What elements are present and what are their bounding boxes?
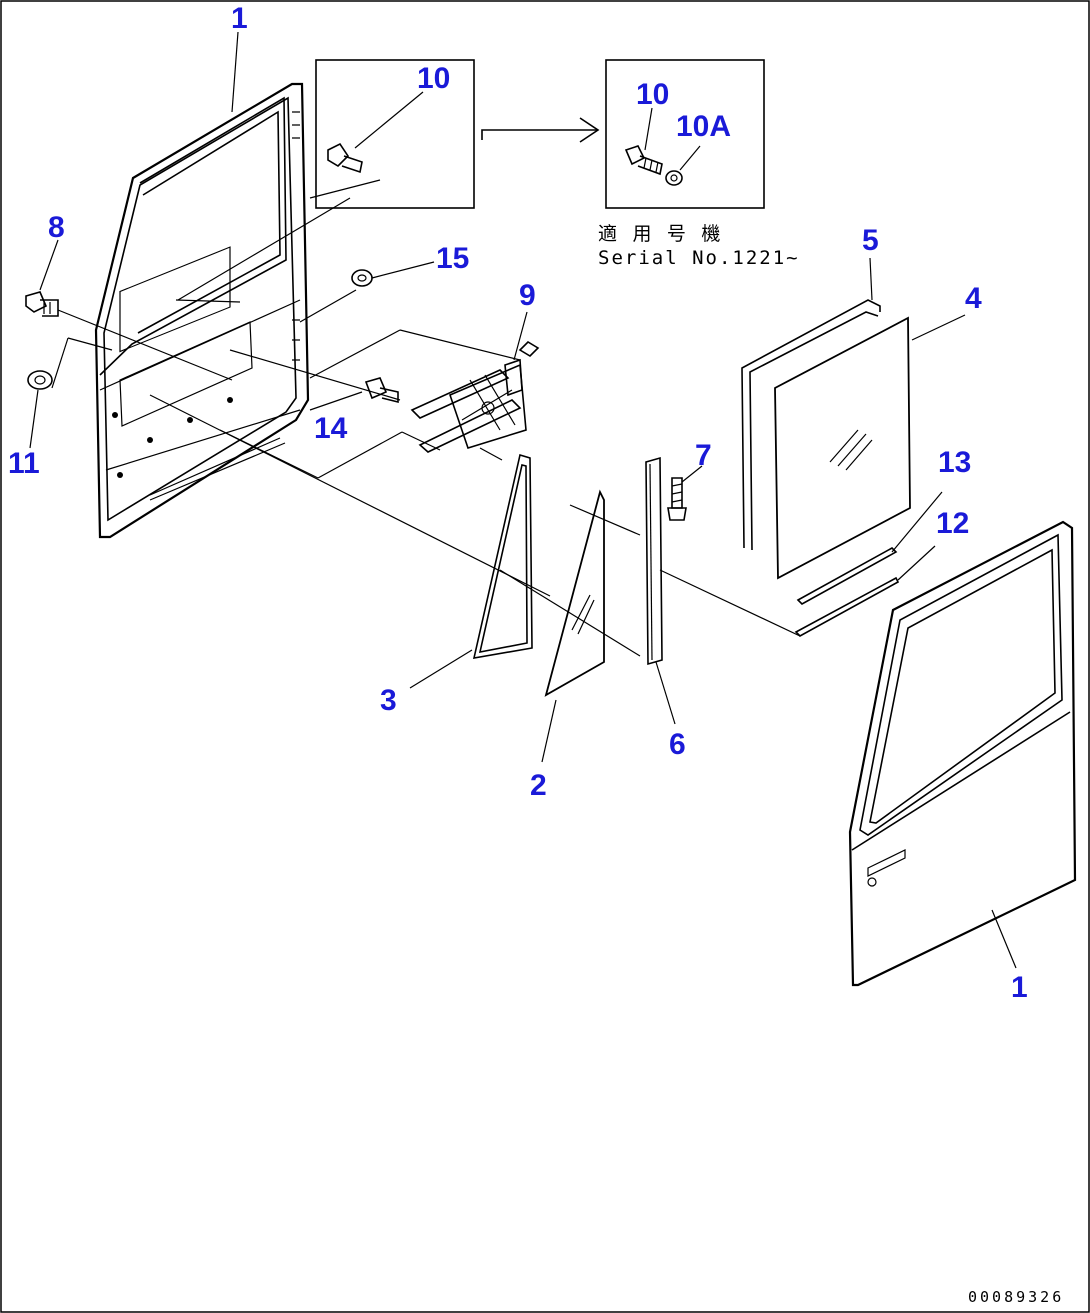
callout-15: 15: [436, 242, 469, 275]
serial-note-japanese: 適 用 号 機: [598, 223, 722, 245]
callout-labels: 1 10 10 10A 8 15 9 14 11 5 4 7 13 12 3 6…: [8, 2, 1028, 1004]
nut-15: [351, 269, 373, 287]
callout-10-left: 10: [417, 62, 450, 95]
serial-note-range: Serial No.1221~: [598, 247, 800, 269]
nut-11: [27, 370, 53, 390]
callout-9: 9: [519, 279, 536, 312]
door-window-glass: [774, 316, 911, 580]
door-frame-left: [94, 82, 310, 539]
bolt-8: [25, 291, 59, 317]
bolt-10-left: [327, 142, 363, 174]
washer-10a: [665, 170, 683, 186]
callout-1-top: 1: [231, 2, 248, 35]
callout-6: 6: [669, 728, 686, 761]
division-channel: [645, 456, 663, 666]
bolt-10-right: [624, 145, 663, 176]
leader-lines: [29, 31, 1017, 969]
detail-box-right: [605, 59, 765, 209]
channel-screw: [667, 477, 687, 521]
callout-12: 12: [936, 507, 969, 540]
window-regulator: [410, 340, 540, 453]
door-panel-right: [848, 520, 1077, 987]
glass-hatch: [571, 594, 595, 635]
callout-13: 13: [938, 446, 971, 479]
detail-box-left: [315, 59, 475, 209]
callout-14: 14: [314, 412, 348, 445]
callout-1-bottom: 1: [1011, 971, 1028, 1004]
right-arrow-icon: [481, 117, 600, 143]
callout-5: 5: [862, 224, 879, 257]
callout-3: 3: [380, 684, 397, 717]
callout-11: 11: [8, 447, 40, 480]
glass-run-channel: [741, 299, 881, 551]
callout-10-right: 10: [636, 78, 669, 111]
callout-8: 8: [48, 211, 65, 244]
quarter-glass-seal: [472, 453, 533, 659]
callout-4: 4: [965, 282, 982, 315]
callout-10a: 10A: [676, 110, 731, 143]
callout-2: 2: [530, 769, 547, 802]
quarter-glass: [544, 489, 605, 697]
drawing-code: 00089326: [968, 1288, 1064, 1306]
weather-strips: [794, 547, 900, 637]
callout-7: 7: [695, 439, 712, 472]
bolt-14: [364, 377, 399, 404]
